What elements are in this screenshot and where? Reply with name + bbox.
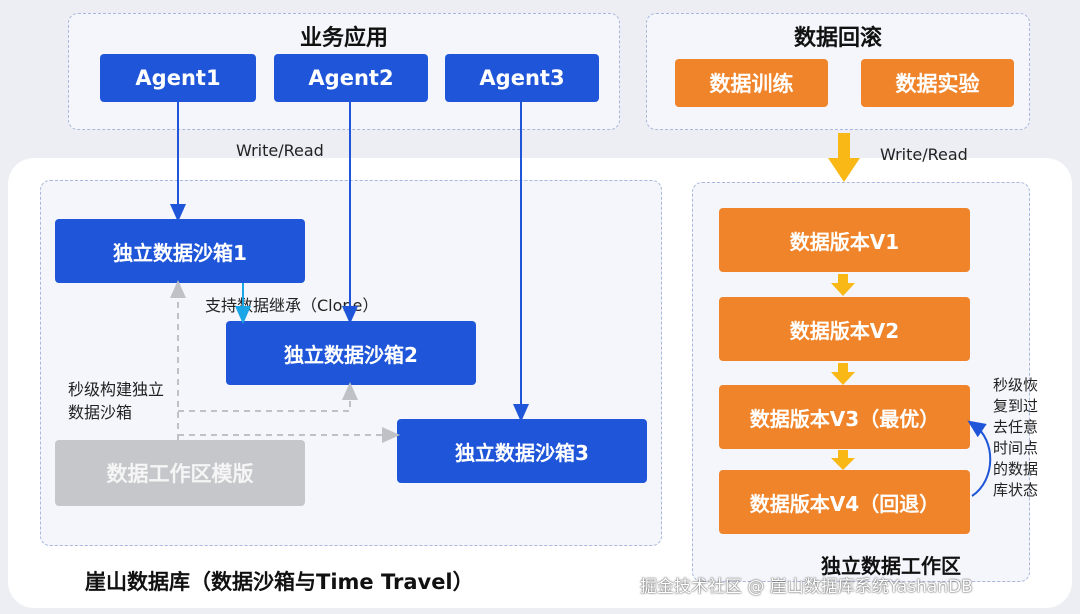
data-train-box: 数据训练 xyxy=(675,59,828,107)
version1-box: 数据版本V1 xyxy=(719,208,970,272)
watermark: 掘金技术社区 @ 崖山数据库系统YashanDB xyxy=(640,577,973,597)
version2-box: 数据版本V2 xyxy=(719,297,970,361)
database-title: 崖山数据库（数据沙箱与Time Travel） xyxy=(85,570,474,594)
dash-template-sandbox2 xyxy=(178,382,358,412)
write-read-label-left: Write/Read xyxy=(236,141,324,160)
restore-label-1: 秒级恢 xyxy=(993,376,1039,394)
restore-label-6: 库状态 xyxy=(993,481,1039,499)
workspace-title: 独立数据工作区 xyxy=(821,554,961,578)
sandbox3-box: 独立数据沙箱3 xyxy=(397,419,647,483)
version3-box: 数据版本V3（最优） xyxy=(719,385,970,449)
arrow-rollback-yellow xyxy=(828,133,860,182)
sandbox2-box: 独立数据沙箱2 xyxy=(226,321,476,385)
template-box: 数据工作区模版 xyxy=(55,440,305,506)
agent2-box: Agent2 xyxy=(274,54,428,102)
agent3-box: Agent3 xyxy=(445,54,599,102)
restore-label-5: 的数据 xyxy=(993,460,1039,478)
restore-label-4: 时间点 xyxy=(993,439,1039,457)
business-title: 业务应用 xyxy=(299,26,388,51)
arrow-restore-curve xyxy=(967,420,992,497)
arrow-v3-v4 xyxy=(831,450,855,470)
arrow-v2-v3 xyxy=(831,363,855,385)
rollback-title: 数据回滚 xyxy=(793,26,882,51)
arrow-v1-v2 xyxy=(831,274,855,296)
sandbox1-box: 独立数据沙箱1 xyxy=(55,219,305,283)
restore-label-2: 复到过 xyxy=(993,397,1039,415)
second-build-label-1: 秒级构建独立 xyxy=(68,380,165,399)
version4-box: 数据版本V4（回退） xyxy=(719,470,970,534)
agent1-box: Agent1 xyxy=(100,54,256,102)
write-read-label-right: Write/Read xyxy=(880,145,968,164)
data-experiment-box: 数据实验 xyxy=(861,59,1014,107)
second-build-label-2: 数据沙箱 xyxy=(68,403,133,422)
restore-label-3: 去任意 xyxy=(993,418,1039,436)
